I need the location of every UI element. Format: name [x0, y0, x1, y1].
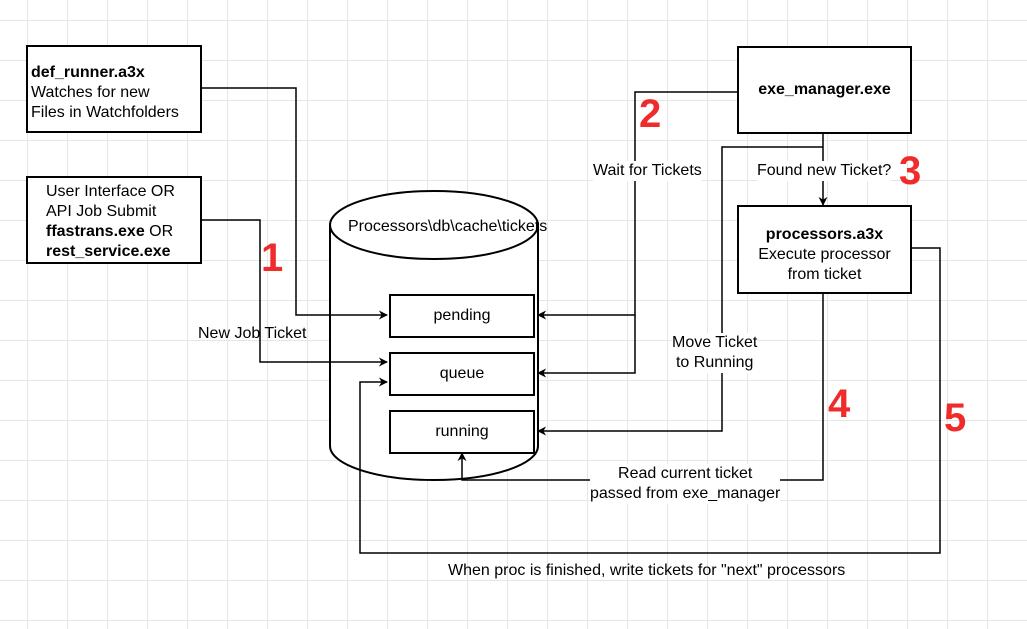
step-2-number: 2: [639, 92, 662, 136]
wait-for-tickets-label: Wait for Tickets: [593, 161, 702, 181]
job-submit-line2: API Job Submit: [46, 203, 157, 220]
new-job-ticket-label: New Job Ticket: [198, 325, 307, 342]
step-5-number: 5: [944, 396, 967, 440]
def-runner-box: def_runner.a3x Watches for new Files in …: [26, 45, 202, 133]
processors-line2: from ticket: [787, 266, 862, 283]
or-label: OR: [144, 223, 174, 240]
step-1-number: 1: [261, 236, 284, 280]
step-3-number: 3: [899, 149, 922, 193]
def-runner-title: def_runner.a3x: [31, 64, 145, 81]
job-submit-line1: User Interface OR: [46, 183, 175, 200]
arrow-submit-to-queue: [201, 219, 388, 367]
when-finished-label: When proc is finished, write tickets for…: [448, 562, 846, 579]
running-label: running: [435, 423, 489, 440]
running-folder: running: [389, 410, 535, 454]
pending-folder: pending: [389, 294, 535, 338]
move-ticket-label: Move Ticket to Running: [672, 333, 758, 373]
exe-manager-box: exe_manager.exe: [737, 46, 912, 134]
def-runner-line1: Watches for new: [31, 84, 150, 101]
arrow-processors-to-queue: [359, 247, 941, 554]
arrow-manager-to-queue: [537, 315, 636, 378]
def-runner-line2: Files in Watchfolders: [31, 104, 179, 121]
step-4-number: 4: [828, 382, 851, 426]
processors-line1: Execute processor: [758, 246, 891, 263]
ffastrans-exe-label: ffastrans.exe: [46, 223, 145, 240]
queue-folder: queue: [389, 352, 535, 396]
processors-title: processors.a3x: [765, 226, 884, 243]
processors-box: processors.a3x Execute processor from ti…: [737, 205, 912, 294]
move-ticket-line1: Move Ticket: [672, 334, 758, 351]
job-submit-line4: rest_service.exe: [46, 243, 171, 260]
arrow-def-runner-to-pending: [201, 87, 388, 320]
read-ticket-line1: Read current ticket: [618, 465, 753, 482]
job-submit-box: User Interface OR API Job Submit ffastra…: [26, 176, 202, 264]
database-title: Processors\db\cache\tickets: [348, 218, 548, 235]
read-ticket-label: Read current ticket passed from exe_mana…: [590, 464, 781, 504]
job-submit-line3: ffastrans.exe OR: [46, 222, 200, 242]
read-ticket-line2: passed from exe_manager: [590, 485, 781, 502]
pending-label: pending: [433, 307, 491, 324]
exe-manager-title: exe_manager.exe: [758, 81, 891, 98]
arrow-manager-to-running: [537, 146, 823, 436]
move-ticket-line2: to Running: [675, 354, 754, 371]
queue-label: queue: [439, 365, 485, 382]
arrow-manager-to-pending: [537, 91, 738, 320]
found-new-ticket-label: Found new Ticket?: [757, 161, 892, 181]
